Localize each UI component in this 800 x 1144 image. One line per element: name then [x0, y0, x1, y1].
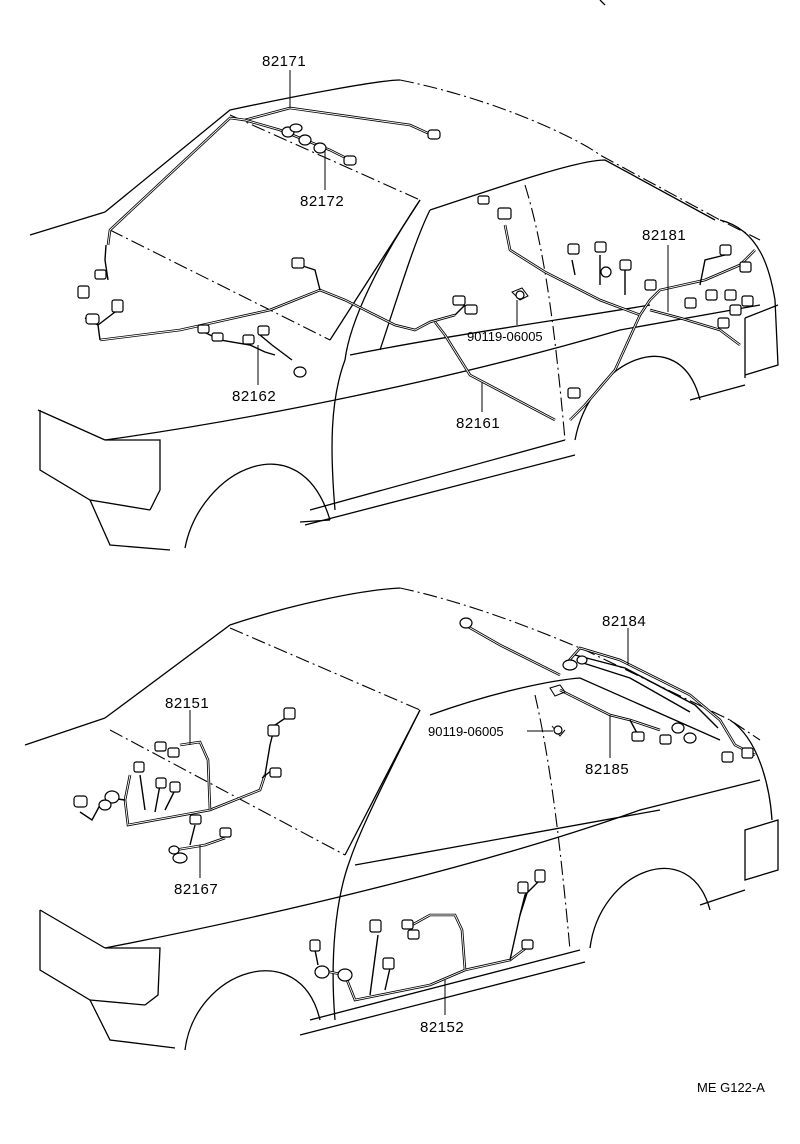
figure-code: ME G122-A — [697, 1080, 765, 1095]
bottom-car-view: 82184 82151 90119-06005 82185 82167 8215… — [24, 587, 779, 1051]
label-82151: 82151 — [165, 695, 209, 712]
harness-82172 — [244, 118, 357, 166]
label-82167: 82167 — [174, 881, 218, 898]
label-82185: 82185 — [585, 761, 629, 778]
harness-82167 — [168, 814, 232, 864]
clip-90119-bottom — [549, 684, 566, 737]
harness-82184 — [459, 617, 756, 763]
label-82171: 82171 — [262, 53, 306, 70]
label-82184: 82184 — [602, 613, 646, 630]
label-82172: 82172 — [300, 193, 344, 210]
bottom-car-body — [24, 587, 779, 1051]
label-82181: 82181 — [642, 227, 686, 244]
label-90119-bottom: 90119-06005 — [428, 724, 504, 739]
label-82152: 82152 — [420, 1019, 464, 1036]
label-82161: 82161 — [456, 415, 500, 432]
top-car-view: 82171 82172 82162 82161 82181 90119-0600… — [29, 0, 779, 551]
harness-82151 — [73, 707, 296, 827]
harness-82152 — [309, 869, 546, 1002]
label-82162: 82162 — [232, 388, 276, 405]
harness-82162 — [77, 244, 456, 378]
top-car-body — [29, 0, 779, 551]
harness-82161 — [433, 295, 556, 422]
label-90119-top: 90119-06005 — [467, 329, 543, 344]
harness-82181 — [477, 195, 756, 421]
clip-90119-top — [511, 287, 529, 301]
